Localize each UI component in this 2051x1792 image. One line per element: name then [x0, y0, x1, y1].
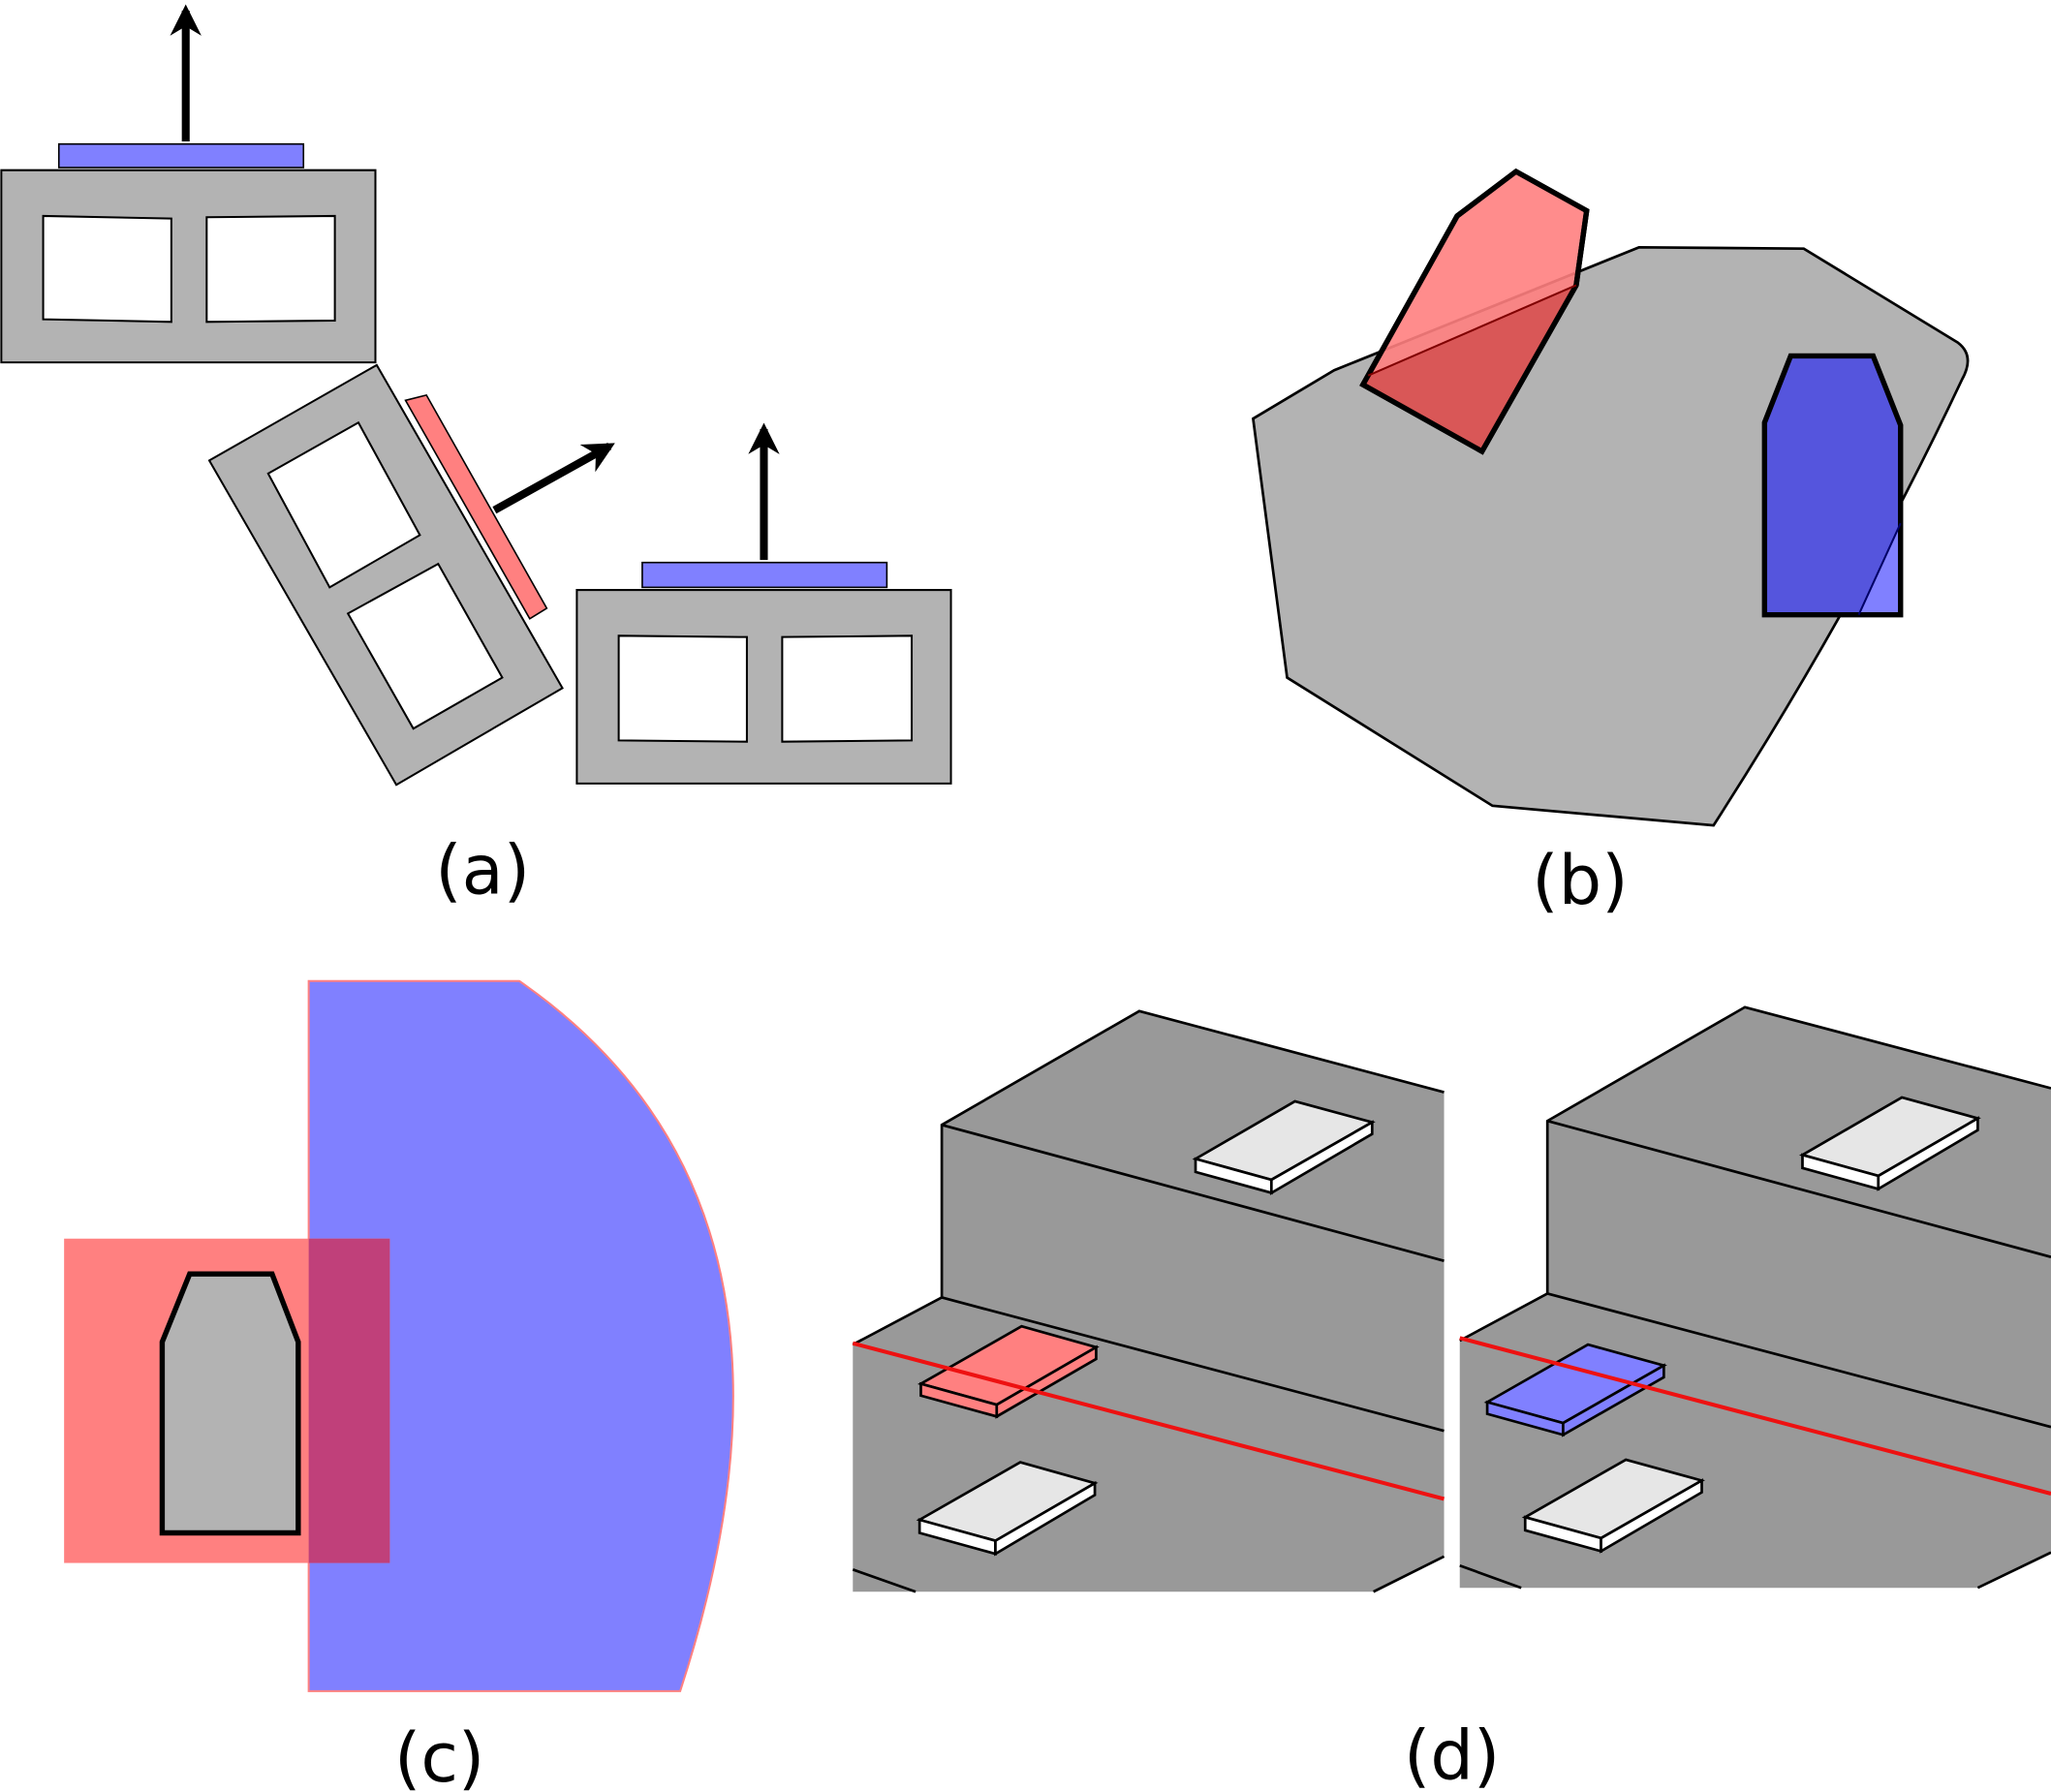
terrain-edge-through-footprint — [1857, 522, 1902, 616]
stair-outline — [1545, 1005, 2051, 1294]
caption-d: (d) — [1404, 1715, 1500, 1792]
stair-fill — [1459, 1006, 2051, 1589]
stair-edge — [1373, 1555, 1445, 1593]
contact-pad-red — [404, 393, 548, 620]
stair-edge — [852, 1296, 943, 1346]
overlap-region — [308, 1238, 390, 1563]
red-footprint-outline — [1359, 168, 1590, 455]
block-bottom-right — [575, 422, 952, 785]
stair-edge — [1546, 1119, 2051, 1258]
contact-pad-blue — [641, 561, 888, 589]
pad-upper — [1192, 1099, 1376, 1195]
stair-outline — [940, 1009, 1445, 1298]
caption-b: (b) — [1532, 841, 1628, 920]
block-rotated — [207, 363, 615, 787]
stair-edge — [1459, 1563, 1522, 1590]
contact-line — [852, 1341, 1445, 1501]
block-top-left — [0, 4, 377, 364]
stair-scene-right — [1459, 1005, 2051, 1590]
caption-c: (c) — [394, 1718, 484, 1792]
blue-footprint-overlap — [1764, 355, 1901, 615]
foot-shape — [159, 1271, 301, 1536]
terrain-edge-through-footprint — [1367, 284, 1577, 377]
caption-a: (a) — [435, 830, 530, 910]
pad-upper — [1799, 1096, 1981, 1191]
pad-red-selected — [917, 1324, 1100, 1419]
normal-arrow — [492, 443, 615, 514]
hollow-block — [207, 363, 564, 787]
red-footprint-overlap — [1362, 285, 1576, 451]
pad-lower — [916, 1461, 1099, 1557]
stair-edge — [1459, 1292, 1548, 1343]
panel-b: (b) — [1251, 168, 1970, 920]
stair-edge — [1546, 1292, 2051, 1429]
contact-line — [1459, 1336, 2051, 1496]
stair-edge — [852, 1568, 917, 1593]
panel-a: (a) — [0, 4, 952, 910]
stair-scene-left — [852, 1009, 1445, 1593]
reachable-region-blue — [307, 979, 734, 1692]
stair-edge — [1976, 1551, 2051, 1590]
hollow-block — [575, 589, 952, 785]
hollow-block — [0, 169, 377, 364]
blue-footprint-outline — [1761, 353, 1904, 618]
stair-edge — [941, 1123, 1445, 1262]
stair-fill — [853, 1010, 1445, 1592]
stair-edge — [941, 1296, 1445, 1433]
panel-d: (d) — [852, 1005, 2051, 1792]
panel-c: (c) — [64, 979, 734, 1792]
contact-pad-blue — [57, 142, 305, 169]
pad-lower — [1521, 1458, 1706, 1554]
